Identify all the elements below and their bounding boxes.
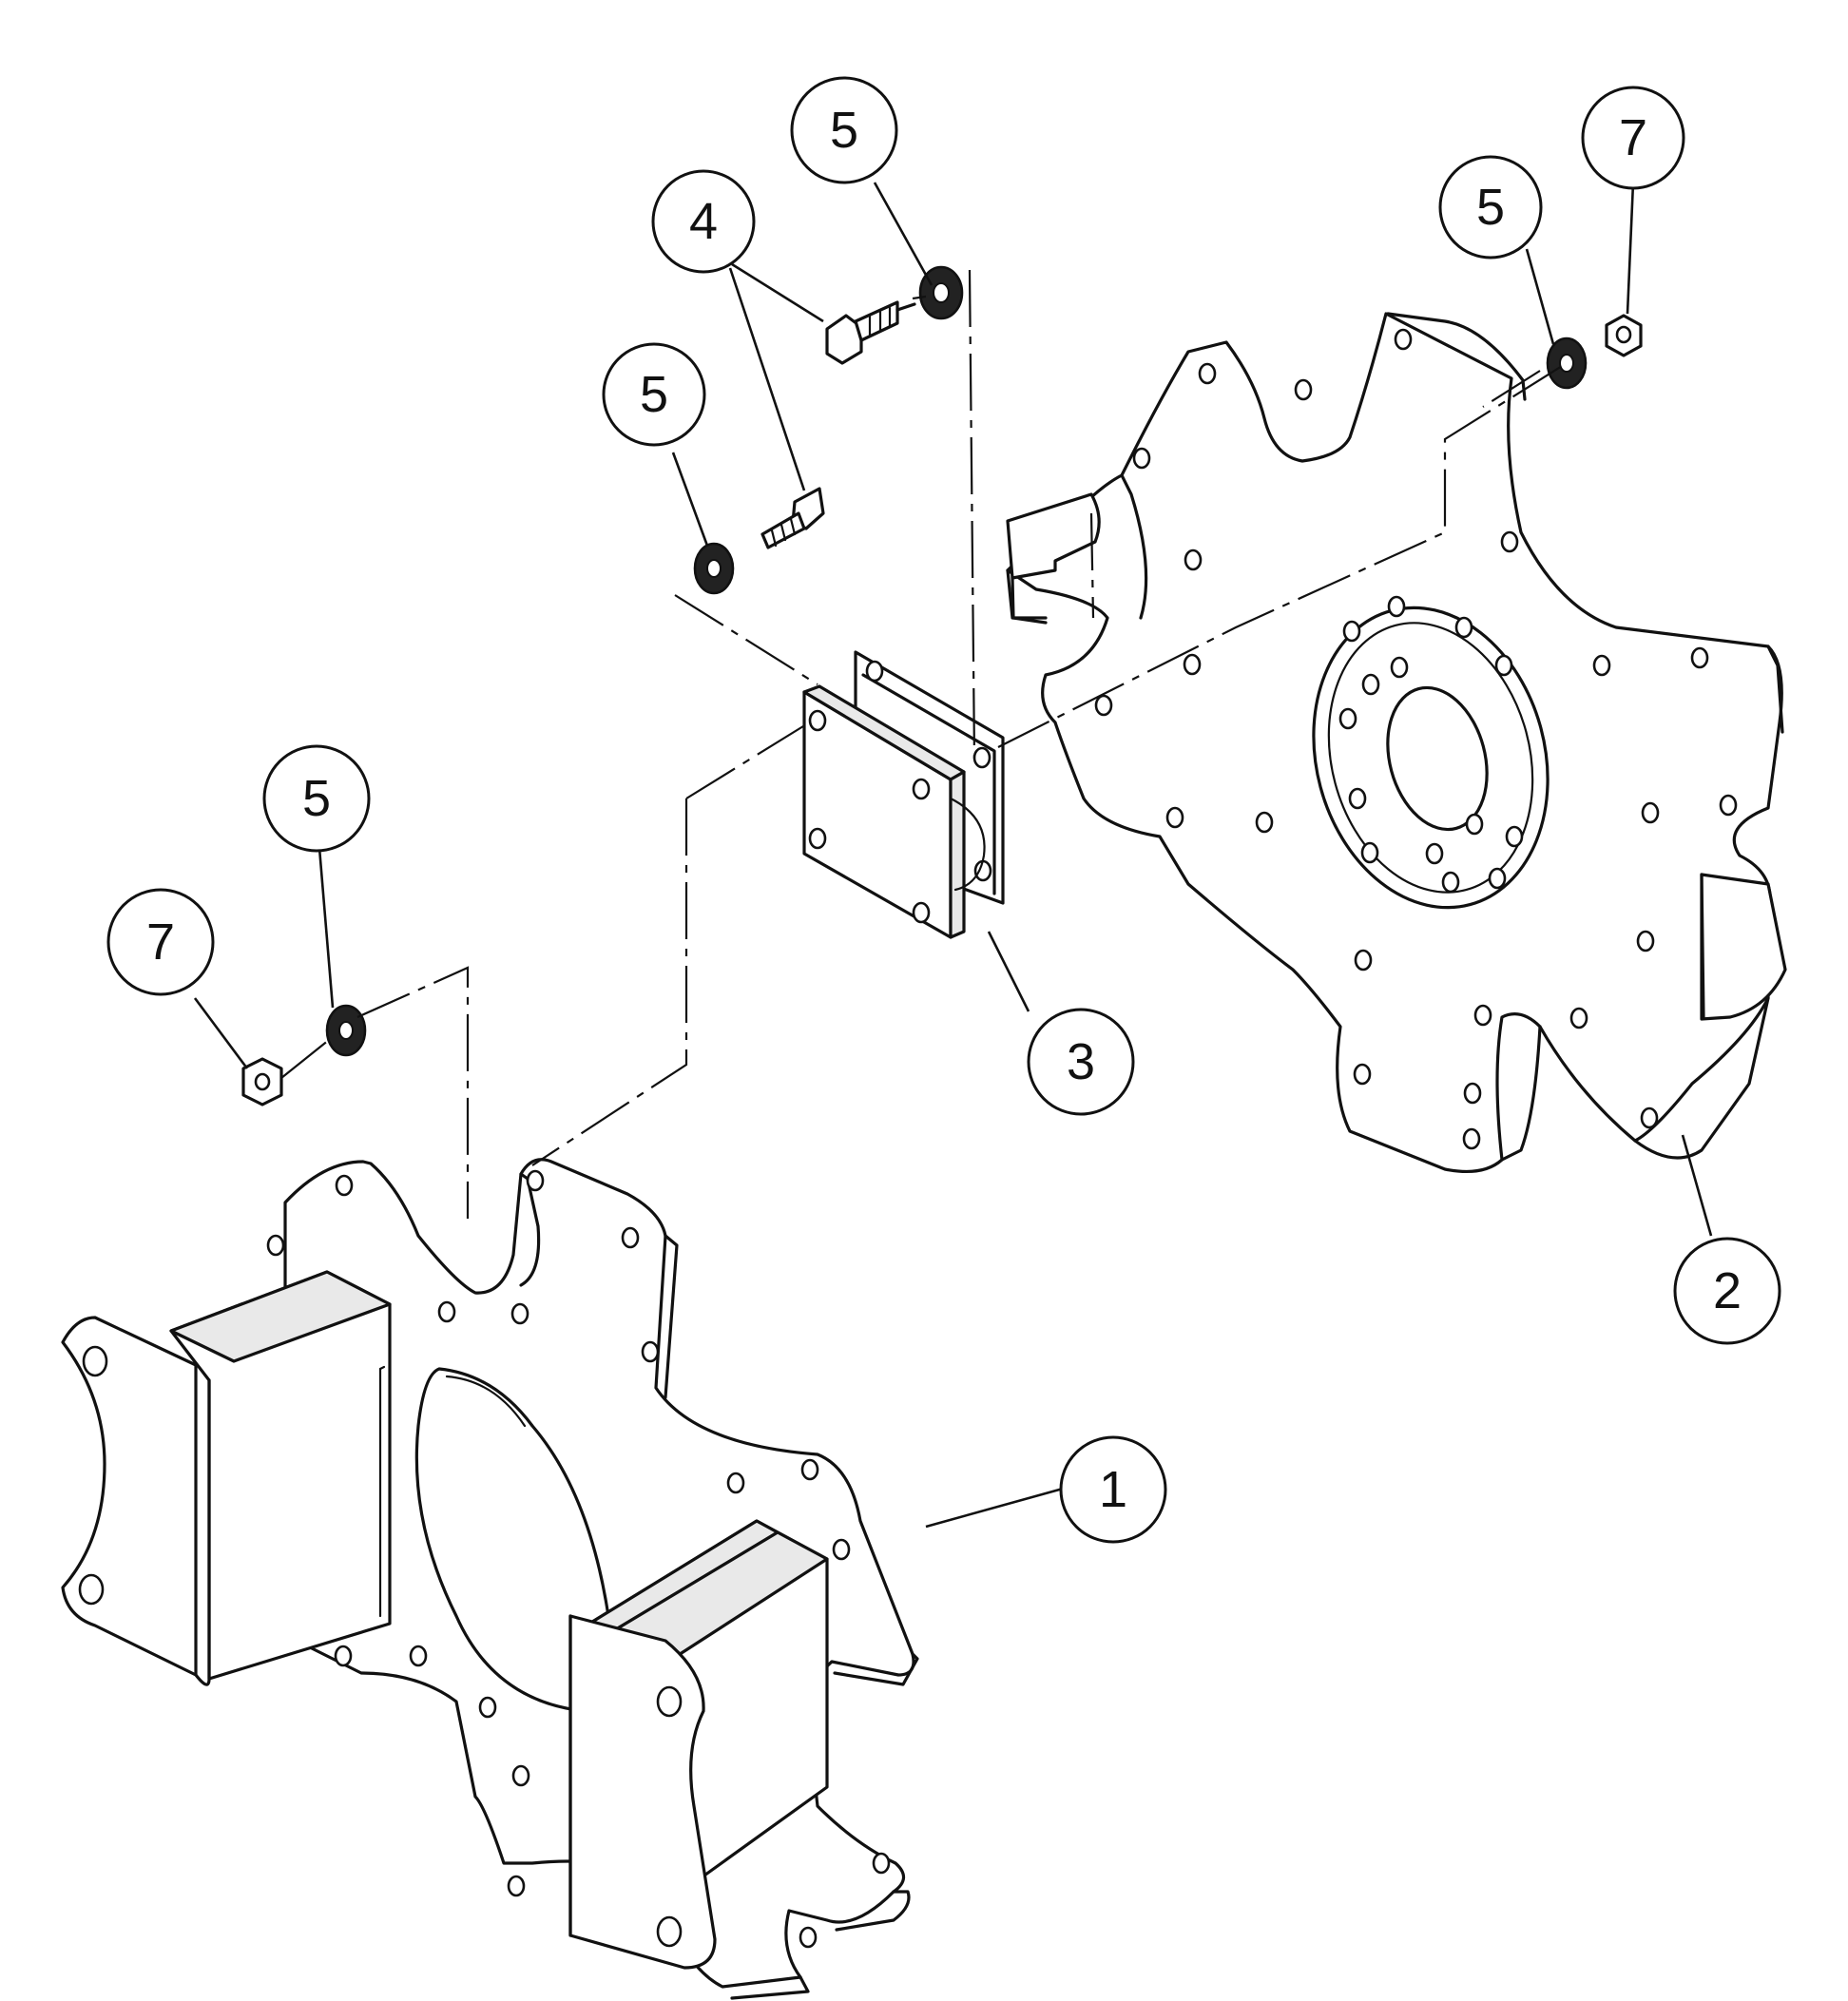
washer-left (325, 1004, 367, 1057)
plate-mounting-holes (1094, 328, 1738, 1150)
callout-4-label: 4 (689, 193, 718, 250)
callout-2-label: 2 (1713, 1262, 1742, 1319)
callout-2: 2 (1673, 1237, 1781, 1345)
callout-7-left-label: 7 (146, 914, 175, 971)
nut-right (1605, 314, 1643, 357)
nut-left (241, 1057, 283, 1106)
part-2-flywheel-plate (1006, 312, 1787, 1174)
callout-5-middle-label: 5 (640, 366, 668, 423)
callout-5-top: 5 (790, 76, 898, 184)
callout-5-middle: 5 (602, 342, 706, 447)
washer-middle (693, 542, 735, 595)
callout-3: 3 (1027, 1008, 1135, 1116)
leader-lines (193, 182, 1713, 1529)
callout-5-right: 5 (1438, 155, 1543, 260)
right-mounting-block (568, 1519, 829, 1970)
callout-3-label: 3 (1067, 1033, 1095, 1090)
callout-1-label: 1 (1099, 1461, 1127, 1518)
disc-bolt-holes (1338, 595, 1524, 894)
callout-7-right-label: 7 (1619, 109, 1647, 166)
callout-5-left-label: 5 (302, 770, 331, 827)
plate-1-holes (266, 1169, 891, 1949)
callout-1: 1 (1059, 1435, 1167, 1544)
callout-7-right: 7 (1581, 86, 1685, 190)
bolt-middle (760, 487, 825, 549)
callout-5-top-label: 5 (830, 102, 858, 159)
washer-top (918, 265, 964, 320)
left-mounting-block (61, 1270, 392, 1686)
callout-5-left: 5 (262, 744, 371, 853)
part-3-coupling-block (802, 650, 1005, 939)
washer-right (1546, 337, 1588, 390)
hardware (241, 265, 1643, 1106)
callout-5-right-label: 5 (1476, 179, 1505, 236)
assembly-lines (280, 269, 1568, 1219)
part-1-adapter-plate (61, 1158, 919, 2000)
bolt-top (825, 300, 916, 365)
callout-7-left: 7 (106, 888, 215, 996)
callout-4: 4 (651, 169, 756, 274)
